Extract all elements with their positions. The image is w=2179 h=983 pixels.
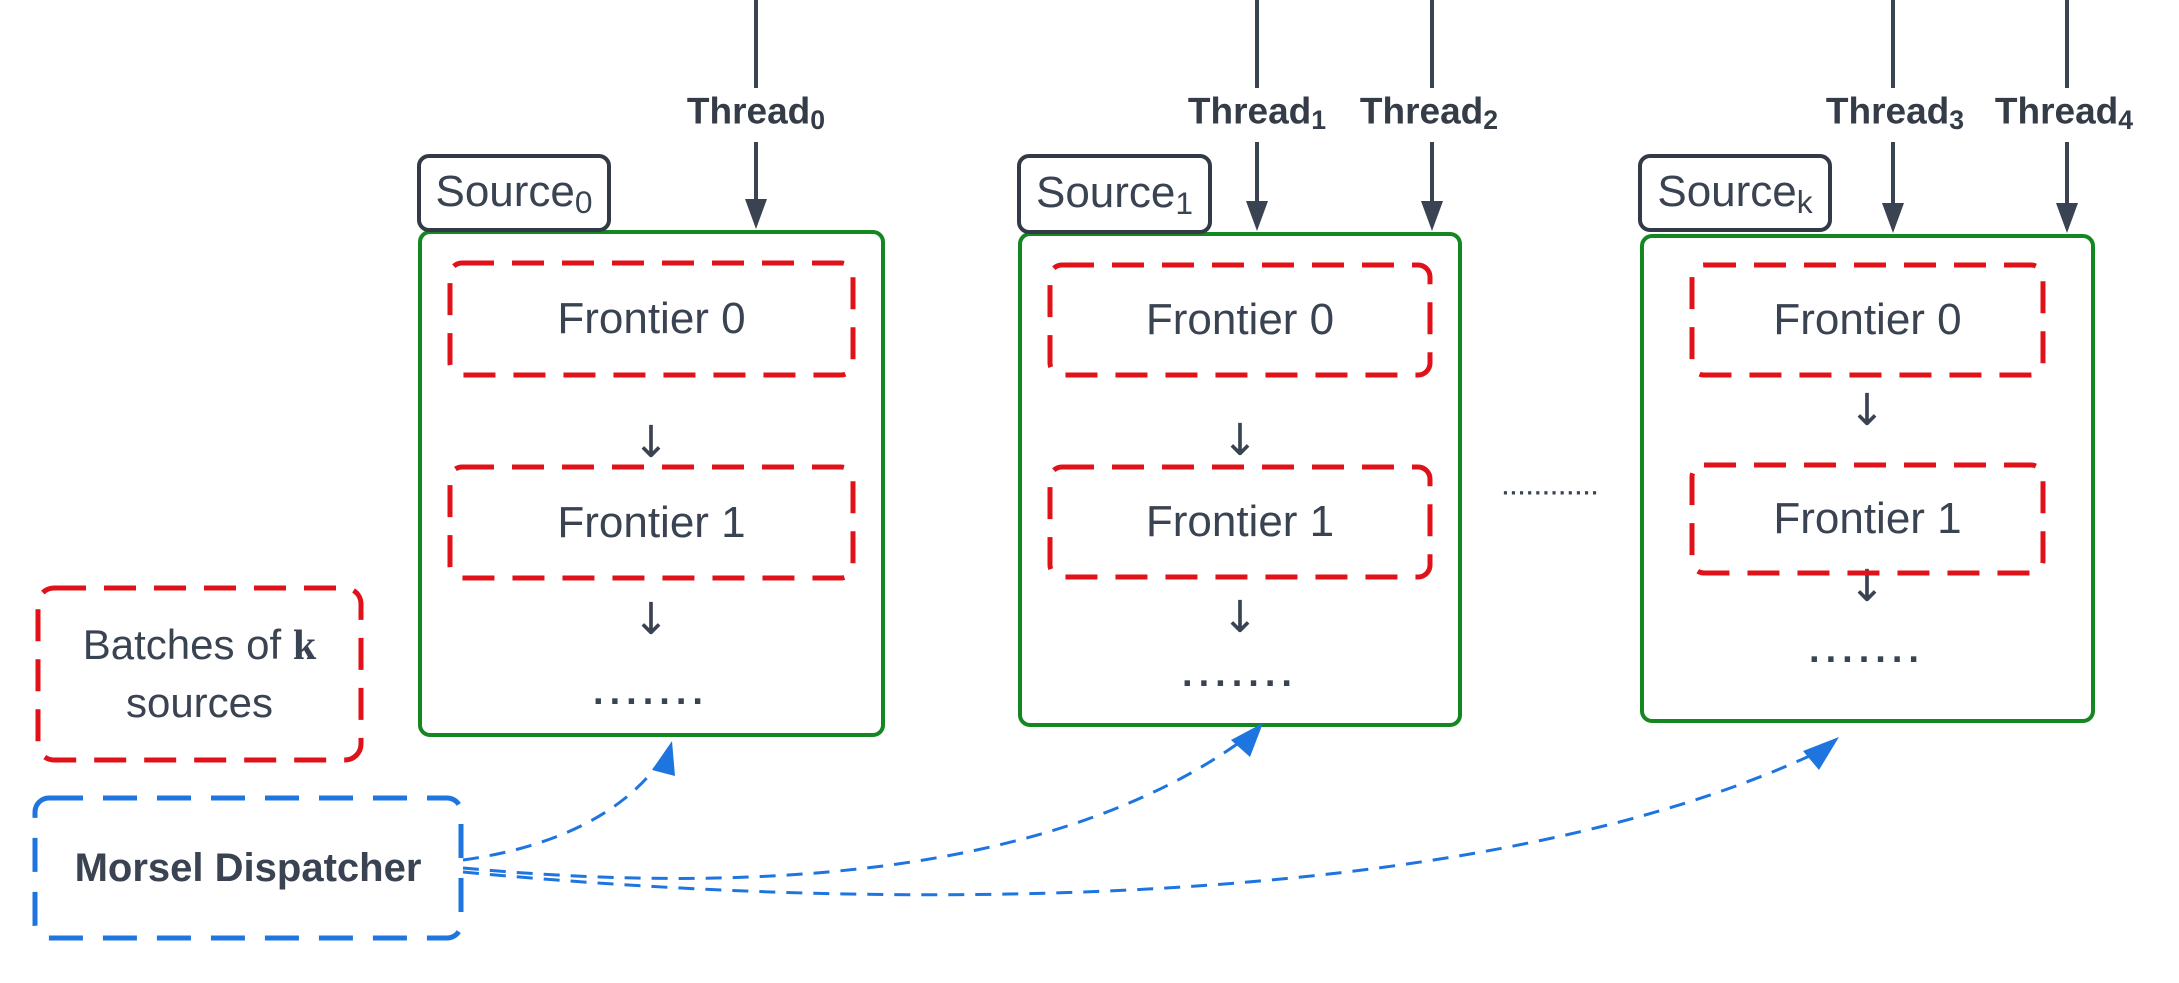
source-tab-label: Source0 xyxy=(435,167,593,221)
dispatcher-arrow-1 xyxy=(462,723,1263,880)
thread-label-0: Thread0 xyxy=(686,90,826,136)
batches-label: Batches of k sources xyxy=(38,588,361,760)
dispatcher-label: Morsel Dispatcher xyxy=(74,845,422,890)
dispatcher-arrow-2 xyxy=(462,737,1839,897)
frontier-1-label: Frontier 1 xyxy=(1145,497,1335,546)
thread-label-1: Thread1 xyxy=(1187,90,1327,136)
frontier-1-label: Frontier 1 xyxy=(557,497,746,547)
frontier-0-label: Frontier 0 xyxy=(1773,295,1962,344)
source-tab-0: Source0 xyxy=(417,154,611,232)
ellipsis-dots: ....... xyxy=(593,670,709,713)
down-arrow-icon: ↓ xyxy=(1848,561,1886,612)
frontier-0-label: Frontier 0 xyxy=(1145,295,1335,344)
down-arrow-icon: ↓ xyxy=(1221,592,1259,643)
down-arrow-icon: ↓ xyxy=(1848,385,1886,436)
separator-dots: ............ xyxy=(1502,474,1600,500)
dispatcher-arrow-0 xyxy=(462,741,675,862)
source-tab-k: Sourcek xyxy=(1638,154,1832,232)
down-arrow-icon: ↓ xyxy=(1221,415,1259,466)
source-tab-1: Source1 xyxy=(1017,154,1212,234)
thread-label-4: Thread4 xyxy=(1994,90,2134,136)
ellipsis-dots: ....... xyxy=(1182,652,1298,695)
batches-line-2: sources xyxy=(125,678,274,726)
batches-line-1: Batches of k xyxy=(82,620,317,669)
down-arrow-icon: ↓ xyxy=(632,594,670,645)
down-arrow-icon: ↓ xyxy=(632,417,670,468)
source-tab-label: Source1 xyxy=(1035,168,1194,222)
source-tab-label: Sourcek xyxy=(1657,167,1813,221)
frontier-1-label: Frontier 1 xyxy=(1773,494,1962,543)
thread-label-2: Thread2 xyxy=(1359,90,1499,136)
ellipsis-dots: ....... xyxy=(1809,628,1925,671)
thread-label-3: Thread3 xyxy=(1825,90,1965,136)
frontier-0-label: Frontier 0 xyxy=(557,294,746,343)
